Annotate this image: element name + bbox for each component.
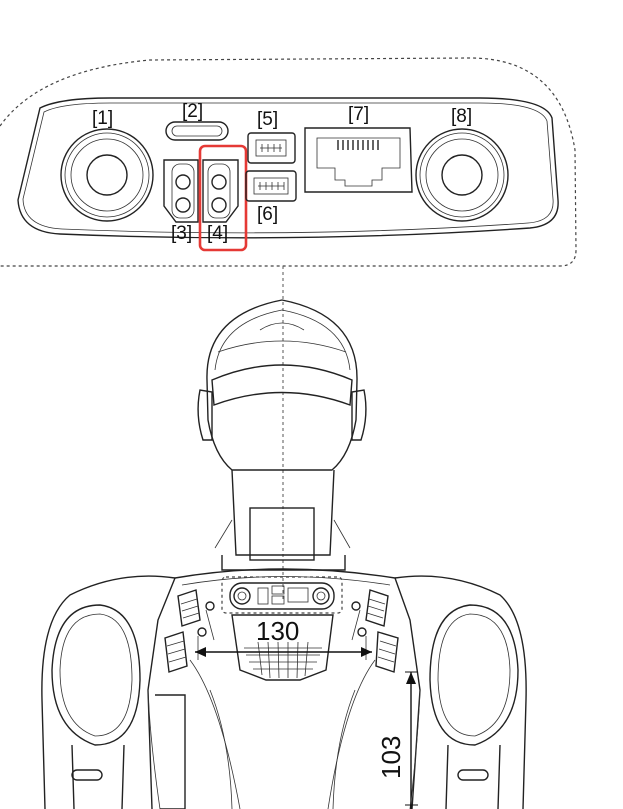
right-vents (351, 589, 399, 673)
left-vents (164, 589, 215, 673)
interface-panel (17, 97, 559, 239)
dimension-height (405, 671, 418, 809)
robot-neck (214, 469, 351, 571)
port-6-connector (245, 170, 297, 202)
port-8-connector (415, 128, 509, 222)
port-4-button (202, 159, 239, 223)
detail-callout-outline (0, 57, 577, 267)
port-7-rj45 (304, 127, 413, 193)
port-1-label: [1] (92, 108, 113, 129)
vent-grille (231, 614, 334, 681)
right-arm (394, 575, 527, 809)
port-3-button (163, 159, 199, 223)
back-interface-module (221, 576, 343, 614)
robot-head (197, 299, 367, 471)
robot-torso (147, 568, 421, 809)
interface-panel-inner (22, 102, 554, 234)
port-8-label: [8] (451, 106, 472, 127)
port-3-label: [3] (171, 223, 192, 244)
left-arm (41, 575, 186, 809)
port-2-label: [2] (182, 101, 203, 122)
dimension-height-label: 103 (376, 736, 406, 779)
port-5-label: [5] (257, 109, 278, 130)
port-1-connector (60, 128, 154, 222)
dimension-width (195, 647, 372, 657)
port-2-slot (165, 121, 229, 141)
dimension-width-label: 130 (256, 616, 299, 646)
port-7-label: [7] (348, 104, 369, 125)
port-5-connector (247, 132, 296, 164)
port-6-label: [6] (257, 204, 278, 225)
port-4-label: [4] (207, 223, 228, 244)
